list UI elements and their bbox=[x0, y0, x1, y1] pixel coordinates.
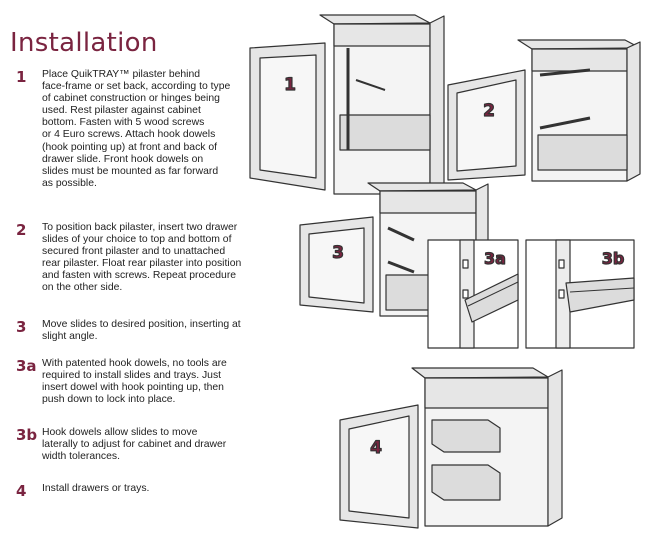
figure-label-1: 1 bbox=[284, 75, 296, 95]
detail-3a-box bbox=[427, 239, 519, 349]
step-number: 3 bbox=[16, 318, 27, 336]
step-text: Install drawers or trays. bbox=[42, 483, 150, 494]
step-text: Hook dowels allow slides to move lateral… bbox=[42, 427, 227, 463]
figure-label-3a: 3a bbox=[484, 249, 506, 268]
step-text: Place QuikTRAY™ pilaster behind face-fra… bbox=[42, 69, 231, 189]
step-number: 4 bbox=[16, 482, 27, 500]
figure-1-cabinet bbox=[249, 14, 445, 195]
step-text: With patented hook dowels, no tools are … bbox=[42, 358, 227, 406]
step-number: 3a bbox=[16, 357, 37, 375]
step-text: To position back pilaster, insert two dr… bbox=[42, 222, 242, 294]
figure-label-3: 3 bbox=[332, 243, 344, 263]
figure-4-cabinet bbox=[339, 367, 563, 529]
step-number: 1 bbox=[16, 68, 27, 86]
step-number: 2 bbox=[16, 221, 27, 239]
figure-label-2: 2 bbox=[483, 101, 495, 121]
figure-label-4: 4 bbox=[370, 438, 382, 458]
page-title: Installation bbox=[10, 28, 158, 58]
figure-label-3b: 3b bbox=[602, 249, 625, 268]
figure-2-cabinet bbox=[447, 39, 641, 182]
step-text: Move slides to desired position, inserti… bbox=[42, 319, 241, 343]
detail-3b-box bbox=[525, 239, 635, 349]
step-number: 3b bbox=[16, 426, 38, 444]
